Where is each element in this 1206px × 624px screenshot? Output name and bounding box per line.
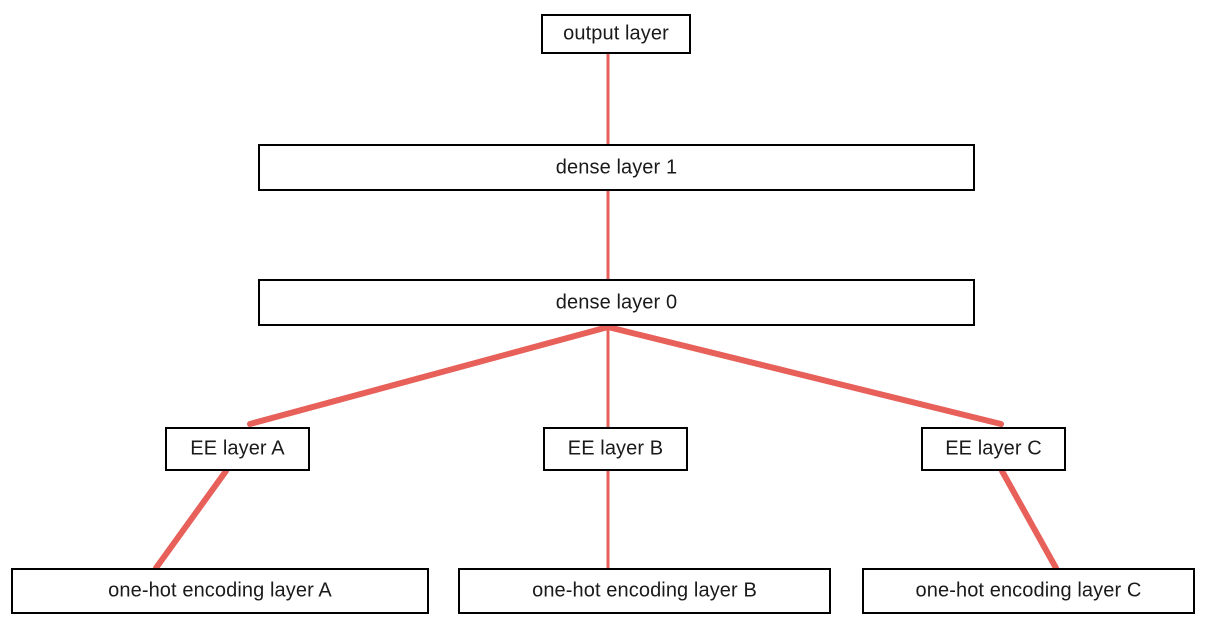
node-label-output-layer: output layer <box>563 22 669 45</box>
node-dense-layer-1[interactable]: dense layer 1 <box>258 144 975 191</box>
node-label-ee-layer-a: EE layer A <box>190 437 285 460</box>
node-label-dense-layer-1: dense layer 1 <box>555 156 678 178</box>
edge-ohc-eec <box>999 468 1059 571</box>
node-label-one-hot-encoding-layer-c: one-hot encoding layer C <box>915 579 1142 602</box>
node-ee-layer-a[interactable]: EE layer A <box>165 427 310 471</box>
node-ee-layer-b[interactable]: EE layer B <box>543 427 688 471</box>
edge-eea-dense0 <box>247 324 611 427</box>
node-output-layer[interactable]: output layer <box>541 14 691 54</box>
node-dense-layer-0[interactable]: dense layer 0 <box>258 279 975 326</box>
node-label-one-hot-encoding-layer-a: one-hot encoding layer A <box>108 579 332 602</box>
node-label-one-hot-encoding-layer-b: one-hot encoding layer B <box>532 579 757 602</box>
node-label-ee-layer-b: EE layer B <box>567 437 664 460</box>
node-label-dense-layer-0: dense layer 0 <box>555 291 678 313</box>
node-one-hot-encoding-layer-c[interactable]: one-hot encoding layer C <box>862 568 1195 614</box>
node-label-ee-layer-c: EE layer C <box>945 437 1042 460</box>
node-ee-layer-c[interactable]: EE layer C <box>921 427 1066 471</box>
edge-oha-eea <box>153 468 229 571</box>
node-one-hot-encoding-layer-b[interactable]: one-hot encoding layer B <box>458 568 831 614</box>
node-one-hot-encoding-layer-a[interactable]: one-hot encoding layer A <box>11 568 429 614</box>
edge-eec-dense0 <box>605 324 1004 427</box>
